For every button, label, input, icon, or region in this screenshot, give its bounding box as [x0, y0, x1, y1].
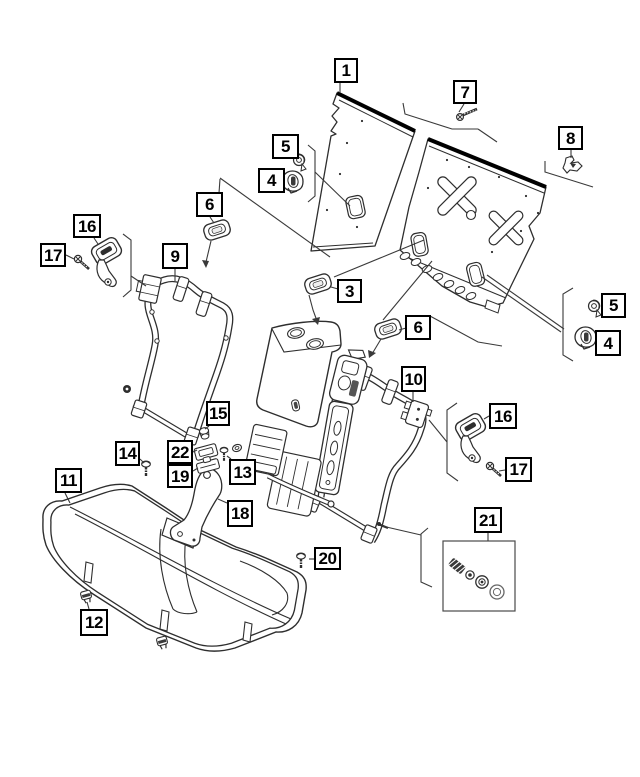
screw-13-part [218, 446, 230, 462]
armrest [256, 320, 342, 428]
screw-14-part [140, 459, 152, 478]
callout-12[interactable]: 12 [80, 609, 108, 636]
striker-4-right-part [574, 326, 597, 350]
callout-17[interactable]: 17 [505, 457, 532, 482]
callout-3[interactable]: 3 [337, 279, 362, 303]
callout-6[interactable]: 6 [196, 192, 223, 217]
callout-7[interactable]: 7 [453, 80, 477, 104]
pivot-bracket-18 [169, 467, 223, 547]
callout-4[interactable]: 4 [595, 330, 621, 356]
leader-arrowheads [202, 260, 376, 358]
callout-13[interactable]: 13 [229, 459, 256, 485]
callout-18[interactable]: 18 [227, 500, 253, 527]
seat-back-panel-left [310, 91, 416, 252]
callout-22[interactable]: 22 [167, 440, 193, 464]
nut-13-part [231, 443, 243, 453]
callout-9[interactable]: 9 [162, 243, 188, 269]
bezel-6-right-part [372, 316, 404, 342]
seat-back-panel-right [399, 137, 547, 314]
buckle-16-right-part [452, 410, 489, 464]
bezel-3-part [302, 271, 334, 297]
callout-5[interactable]: 5 [272, 134, 299, 159]
callout-21[interactable]: 21 [474, 507, 502, 533]
nut-15-part [198, 427, 210, 440]
seat-back-frame-right [303, 349, 433, 545]
callout-20[interactable]: 20 [314, 547, 341, 570]
callout-14[interactable]: 14 [115, 441, 140, 466]
buckle-16-left-part [88, 234, 125, 288]
striker-4-left-part [281, 170, 304, 194]
callout-15[interactable]: 15 [206, 401, 230, 426]
center-latch-assembly [244, 423, 335, 517]
callout-10[interactable]: 10 [401, 366, 426, 392]
clip-8-part [562, 155, 583, 174]
callout-11[interactable]: 11 [55, 468, 82, 493]
callout-6[interactable]: 6 [405, 315, 431, 340]
clip-12-part-b [155, 635, 170, 651]
screw-7-part [456, 107, 478, 121]
bezel-6-left-part [201, 217, 233, 243]
screw-20-part [295, 551, 307, 570]
callout-17[interactable]: 17 [40, 243, 66, 267]
seat-cushion-frame [42, 483, 307, 652]
pad-19-part [195, 456, 221, 474]
screw-17-left-part [73, 254, 91, 271]
seat-back-frame-left [123, 274, 234, 447]
callout-19[interactable]: 19 [167, 464, 193, 488]
callout-16[interactable]: 16 [489, 403, 517, 429]
callout-4[interactable]: 4 [258, 168, 285, 193]
spring-part [448, 558, 466, 574]
callout-1[interactable]: 1 [334, 58, 358, 83]
callout-5[interactable]: 5 [601, 293, 626, 318]
hardware-kit-21 [442, 540, 516, 612]
leader-lines [64, 82, 594, 610]
screw-17-right-part [485, 461, 503, 478]
cap-5-right-part [587, 299, 602, 318]
callout-8[interactable]: 8 [558, 126, 583, 150]
callout-16[interactable]: 16 [73, 214, 101, 238]
pad-22-part [193, 443, 219, 461]
